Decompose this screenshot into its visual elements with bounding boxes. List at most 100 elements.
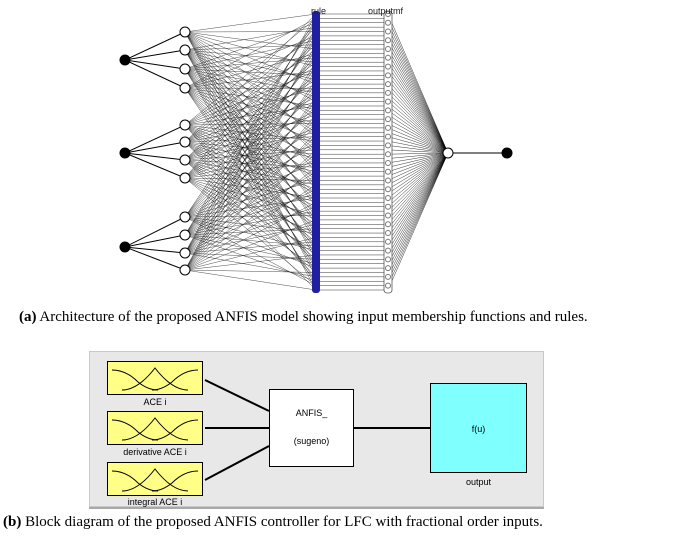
- outputmf-node: [385, 98, 391, 105]
- input-mf-block-ace[interactable]: [107, 361, 203, 395]
- outputmf-output-edge: [387, 152, 449, 238]
- caption-b-text: Block diagram of the proposed ANFIS cont…: [21, 514, 543, 530]
- mf-rule-edge: [184, 171, 317, 254]
- outputmf-node: [385, 63, 391, 70]
- mf-rule-edge: [184, 252, 317, 260]
- mf-rule-edge: [184, 31, 317, 190]
- input-mf-node: [179, 211, 191, 223]
- input-mf-node: [179, 63, 191, 75]
- mf-rule-edge: [184, 44, 317, 271]
- mf-rule-edge: [184, 49, 317, 150]
- mf-rule-edge: [184, 40, 317, 70]
- mf-rule-edge: [184, 228, 317, 236]
- mf-rule-edge: [184, 31, 317, 120]
- mf-rule-edge: [184, 70, 317, 89]
- mf-rule-edge: [184, 13, 317, 143]
- outputmf-output-edge: [387, 66, 449, 154]
- outputmf-node: [385, 54, 391, 61]
- outputmf-output-edge: [387, 44, 449, 154]
- rule-node-column: [312, 11, 320, 293]
- mf-rule-edge: [184, 49, 317, 238]
- mf-rule-edge: [184, 87, 317, 212]
- input-mf-edge: [124, 246, 186, 254]
- mf-rule-edge: [184, 87, 317, 282]
- wire-input3: [204, 445, 270, 481]
- mf-rule-edge: [184, 234, 317, 282]
- mf-rule-edge: [184, 184, 317, 271]
- outputmf-output-edge: [387, 13, 449, 154]
- input-label-ace: ACE i: [143, 397, 167, 407]
- outputmf-output-edge: [387, 152, 449, 273]
- fis-name: ANFIS_: [295, 408, 328, 418]
- outputmf-output-edge: [387, 118, 449, 154]
- mf-rule-edge: [184, 53, 317, 126]
- mf-rule-edge: [184, 35, 317, 126]
- panel-bottom-border: [89, 507, 544, 509]
- input-node: [119, 54, 131, 66]
- input-mf-edge: [124, 59, 186, 89]
- anfis-fis-block[interactable]: ANFIS_ (sugeno): [269, 389, 354, 467]
- input-mf-edge: [124, 59, 186, 70]
- output-block[interactable]: f(u): [430, 383, 527, 473]
- mf-rule-edge: [184, 44, 317, 161]
- outputmf-output-edge: [387, 152, 449, 207]
- outputmf-output-edge: [387, 152, 449, 269]
- outputmf-output-edge: [387, 114, 449, 154]
- input-mf-block-integral[interactable]: [107, 462, 203, 496]
- input-mf-node: [179, 229, 191, 241]
- outputmf-node: [385, 72, 391, 79]
- output-node: [442, 147, 454, 159]
- mf-rule-edge: [184, 87, 317, 264]
- mf-rule-edge: [184, 215, 317, 218]
- outputmf-output-edge: [387, 136, 449, 154]
- mf-rule-edge: [184, 97, 317, 271]
- input-mf-node: [179, 247, 191, 259]
- input-mf-block-derivative[interactable]: [107, 411, 203, 445]
- mf-rule-edge: [184, 124, 317, 229]
- mf-rule-edge: [184, 68, 317, 94]
- caption-b: (b) Block diagram of the proposed ANFIS …: [3, 514, 543, 531]
- input-mf-edge: [124, 124, 186, 154]
- mf-rule-edge: [184, 62, 317, 161]
- outputmf-output-edge: [387, 152, 449, 168]
- outputmf-output-edge: [387, 152, 449, 203]
- mf-rule-edge: [184, 216, 317, 251]
- outputmf-output-edge: [387, 152, 449, 216]
- outputmf-node: [385, 230, 391, 237]
- mf-rule-edge: [184, 167, 317, 271]
- mf-rule-edge: [184, 68, 317, 76]
- mf-curve: [111, 419, 159, 441]
- outputmf-output-edge: [387, 132, 449, 154]
- mf-rule-edge: [184, 92, 317, 218]
- mf-rule-edge: [184, 145, 317, 218]
- mf-rule-edge: [184, 68, 317, 129]
- mf-rule-edge: [184, 141, 317, 190]
- outputmf-output-edge: [387, 62, 449, 154]
- mf-rule-edge: [184, 189, 317, 254]
- mf-rule-edge: [184, 124, 317, 247]
- outputmf-node: [385, 195, 391, 201]
- mf-rule-edge: [184, 269, 317, 273]
- outputmf-output-edge: [387, 152, 449, 264]
- outputmf-node: [385, 19, 391, 26]
- input-mf-edge: [124, 31, 186, 61]
- mf-rule-edge: [184, 13, 317, 254]
- wire-input1: [204, 379, 270, 412]
- mf-rule-edge: [184, 124, 317, 264]
- input-mf-node: [179, 44, 191, 56]
- outputmf-layer-label: outputmf: [368, 6, 404, 16]
- mf-rule-edge: [184, 68, 317, 111]
- mf-rule-edge: [184, 101, 317, 254]
- outputmf-output-edge: [387, 152, 449, 221]
- outputmf-output-edge: [387, 152, 449, 177]
- outputmf-output-edge: [387, 79, 449, 154]
- final-output-node: [501, 147, 513, 159]
- outputmf-output-edge: [387, 92, 449, 154]
- input-mf-node: [179, 154, 191, 166]
- outputmf-node: [385, 238, 391, 245]
- outputmf-output-edge: [387, 31, 449, 154]
- outputmf-output-edge: [387, 152, 449, 251]
- mf-rule-edge: [184, 68, 317, 181]
- outputmf-output-edge: [387, 152, 449, 229]
